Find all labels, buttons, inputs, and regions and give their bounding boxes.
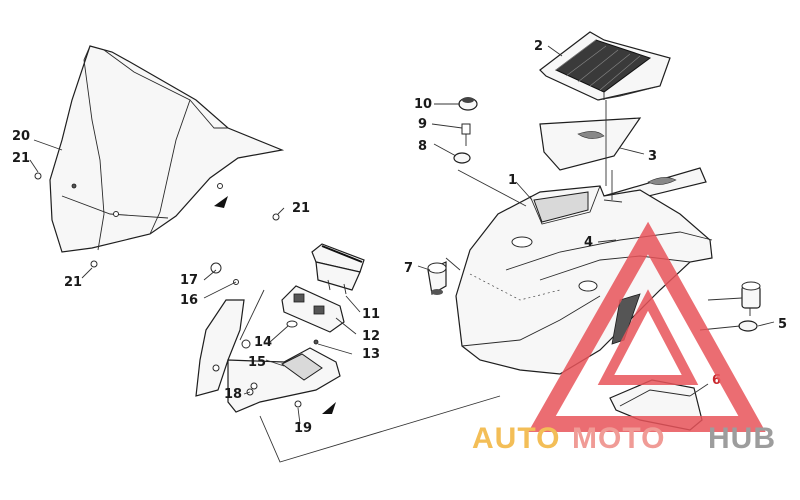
mounting-bracket-icon <box>195 262 341 413</box>
callout-labels: 20 21 21 21 2 3 1 4 5 6 7 8 9 10 11 12 1… <box>12 39 787 436</box>
callout-8: 8 <box>418 139 427 154</box>
callout-19: 19 <box>294 421 312 436</box>
watermark-inner-triangle-icon <box>597 289 699 385</box>
callout-15: 15 <box>248 355 266 370</box>
watermark-logo: AUTO MOTO HUB <box>472 221 776 455</box>
callout-5: 5 <box>778 317 787 332</box>
callout-18: 18 <box>224 387 242 402</box>
callout-21: 21 <box>64 275 82 290</box>
callout-2: 2 <box>534 39 543 54</box>
callout-14: 14 <box>254 335 272 350</box>
callout-10: 10 <box>414 97 432 112</box>
storage-net-icon <box>539 31 671 101</box>
watermark-auto: AUTO <box>472 422 560 455</box>
callout-1: 1 <box>508 173 517 188</box>
callout-16: 16 <box>180 293 198 308</box>
callout-13: 13 <box>362 347 380 362</box>
direction-arrow-icon <box>322 402 336 414</box>
instrument-gauge-icon <box>311 243 365 295</box>
watermark-moto: MOTO <box>572 422 665 455</box>
callout-17: 17 <box>180 273 198 288</box>
windshield-icon <box>49 45 285 253</box>
callout-7: 7 <box>404 261 413 276</box>
mounting-bracket-icon <box>281 285 345 345</box>
leader-lines <box>29 45 775 463</box>
callout-3: 3 <box>648 149 657 164</box>
watermark-hub: HUB <box>708 422 776 455</box>
callout-9: 9 <box>418 117 427 132</box>
callout-4: 4 <box>584 235 593 250</box>
watermark-triangle-icon <box>528 221 766 432</box>
direction-arrow-icon <box>214 196 228 208</box>
callout-12: 12 <box>362 329 380 344</box>
callout-11: 11 <box>362 307 380 322</box>
callout-21: 21 <box>292 201 310 216</box>
callout-20: 20 <box>12 129 30 144</box>
lamp-socket-icon <box>738 281 761 332</box>
callout-6: 6 <box>712 373 721 388</box>
screw-icon <box>34 172 280 268</box>
callout-21: 21 <box>12 151 30 166</box>
